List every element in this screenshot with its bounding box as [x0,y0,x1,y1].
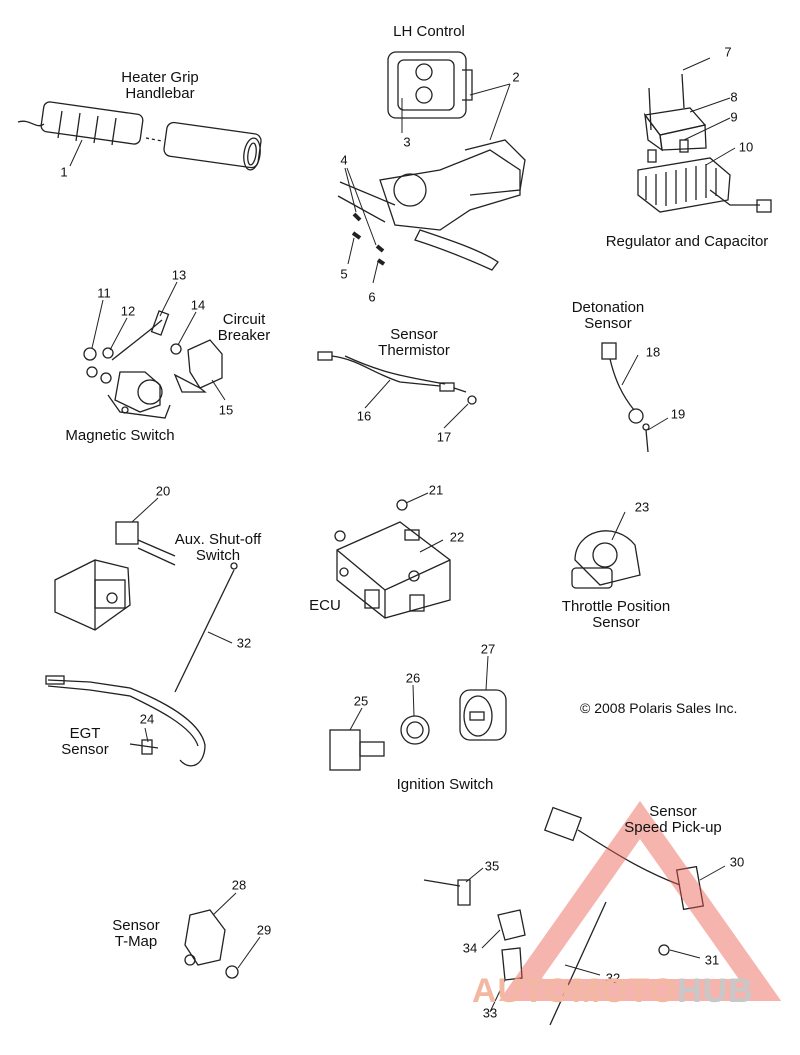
regulator-part [637,73,772,213]
part-number: 10 [738,139,754,155]
part-number: 23 [634,499,650,515]
heater-grip-part [17,101,262,171]
part-number: 5 [340,266,348,282]
part-number: 26 [405,670,421,686]
part-number: 31 [704,952,720,968]
part-number: 25 [353,693,369,709]
part-number: 17 [436,429,452,445]
part-number: 9 [730,109,738,125]
speed-pickup-part [423,806,705,1026]
watermark-text: AUTOMOTOHUB [472,972,754,1010]
magnetic-switch-part [83,310,223,419]
part-number: 18 [645,344,661,360]
part-number: 24 [139,711,155,727]
ignition-switch-part [329,689,507,771]
part-number: 6 [368,289,376,305]
label-regulator: Regulator and Capacitor [605,233,769,250]
sensor-thermistor-part [317,351,477,405]
ecu-part [334,499,451,619]
part-number: 7 [724,44,732,60]
label-lh-control: LH Control [393,23,465,40]
part-number: 14 [190,297,206,313]
part-number: 22 [449,529,465,545]
copyright-text: © 2008 Polaris Sales Inc. [580,700,738,716]
part-number: 3 [403,134,411,150]
part-number: 30 [729,854,745,870]
leader-lines [69,57,736,1013]
relay-part [54,521,176,631]
part-number: 35 [484,858,500,874]
part-number: 13 [171,267,187,283]
part-number: 8 [730,89,738,105]
lh-control-part [337,51,526,271]
part-number: 32 [605,970,621,986]
part-number: 29 [256,922,272,938]
part-number: 27 [480,641,496,657]
part-number: 20 [155,483,171,499]
watermark-logo [498,800,782,1001]
part-number: 15 [218,402,234,418]
part-number: 4 [340,152,348,168]
detonation-sensor-part [601,342,650,453]
part-number: 32 [236,635,252,651]
label-ignition-switch: Ignition Switch [396,776,494,793]
part-number: 34 [462,940,478,956]
part-number: 33 [482,1005,498,1021]
throttle-position-sensor-part [571,530,641,589]
label-ecu: ECU [309,597,341,614]
part-number: 12 [120,303,136,319]
part-number: 1 [60,164,68,180]
part-number: 28 [231,877,247,893]
part-number: 19 [670,406,686,422]
t-map-sensor-part [184,909,239,979]
part-number: 11 [97,285,111,301]
part-number: 21 [428,482,444,498]
part-number: 2 [512,69,520,85]
part-number: 16 [356,408,372,424]
label-magnetic-switch: Magnetic Switch [65,427,175,444]
egt-sensor-part [45,562,238,767]
